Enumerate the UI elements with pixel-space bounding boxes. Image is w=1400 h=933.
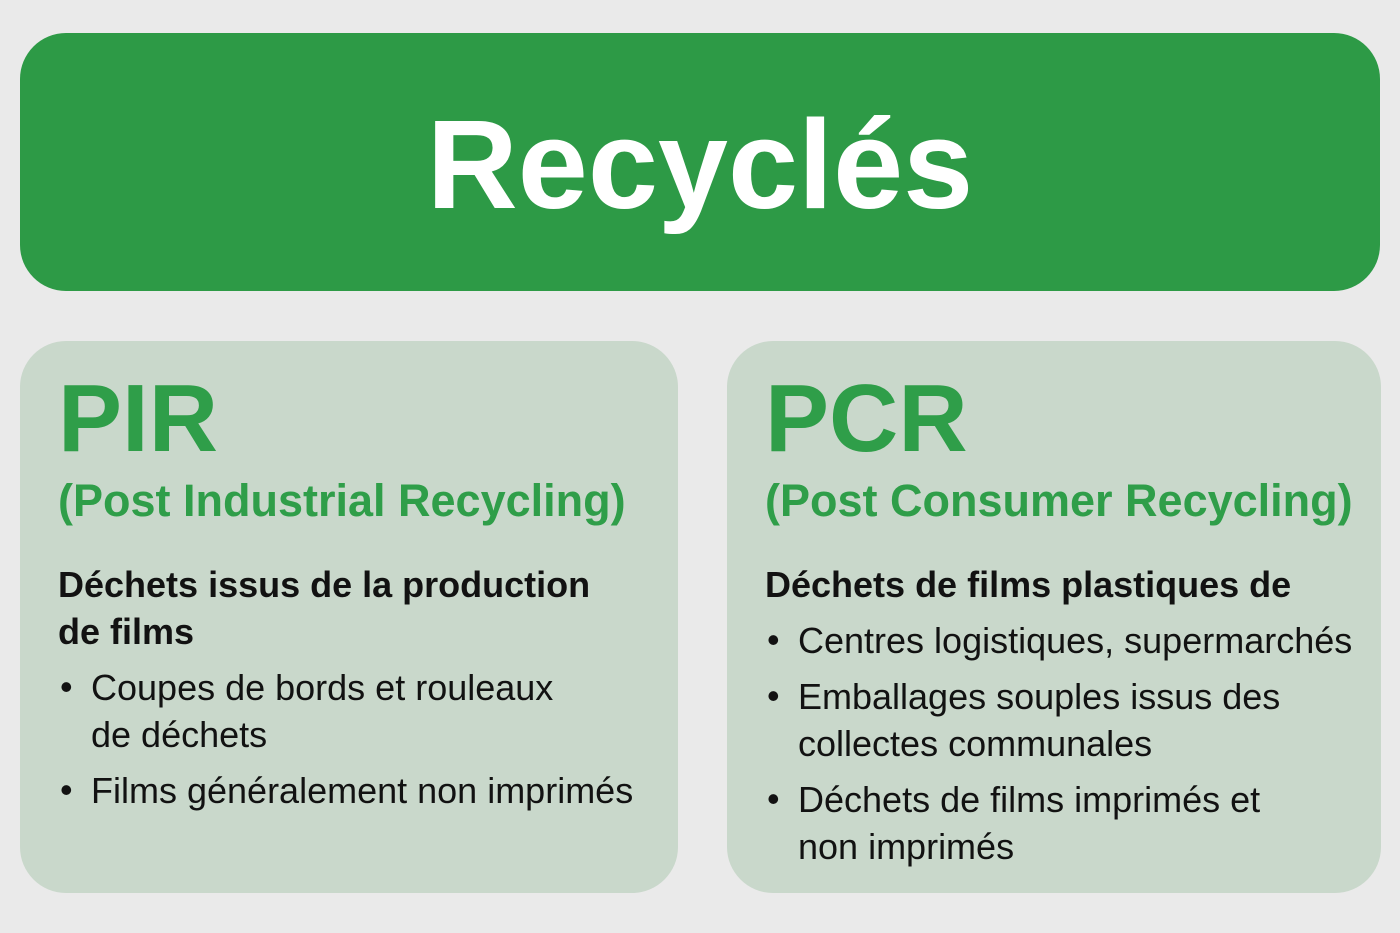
pir-intro-text: Déchets issus de la production de films — [58, 563, 591, 652]
pir-expansion-subheading: (Post Industrial Recycling) — [58, 475, 626, 526]
pcr-acronym-heading: PCR — [765, 365, 968, 472]
recycles-banner: Recyclés — [20, 33, 1380, 291]
bullet-text: Centres logistiques, supermarchés — [798, 619, 1353, 661]
bullet-icon: • — [60, 768, 73, 810]
bullet-item: • Coupes de bords et rouleaux de déchets — [58, 664, 642, 758]
banner-title: Recyclés — [426, 94, 974, 235]
pcr-expansion-subheading: (Post Consumer Recycling) — [765, 475, 1353, 526]
bullet-icon: • — [767, 777, 780, 819]
bullet-item: • Déchets de films imprimés et non impri… — [765, 776, 1345, 870]
pir-bullet-list: • Coupes de bords et rouleaux de déchets… — [58, 664, 642, 814]
pcr-bullet-list: • Centres logistiques, supermarchés • Em… — [765, 617, 1352, 870]
bullet-icon: • — [60, 665, 73, 707]
pcr-intro-text: Déchets de films plastiques de — [765, 563, 1292, 605]
bullet-text: Déchets de films imprimés et non imprimé… — [798, 778, 1261, 867]
bullet-icon: • — [767, 674, 780, 716]
bullet-icon: • — [767, 618, 780, 660]
bullet-text: Coupes de bords et rouleaux de déchets — [91, 666, 554, 755]
bullet-item: • Films généralement non imprimés — [58, 767, 642, 814]
bullet-text: Films généralement non imprimés — [91, 769, 634, 811]
card-pir: PIR (Post Industrial Recycling) Déchets … — [20, 341, 678, 893]
pir-acronym-heading: PIR — [58, 365, 219, 472]
bullet-item: • Centres logistiques, supermarchés — [765, 617, 1352, 664]
bullet-item: • Emballages souples issus des collectes… — [765, 673, 1345, 767]
bullet-text: Emballages souples issus des collectes c… — [798, 675, 1281, 764]
card-pcr: PCR (Post Consumer Recycling) Déchets de… — [727, 341, 1381, 893]
